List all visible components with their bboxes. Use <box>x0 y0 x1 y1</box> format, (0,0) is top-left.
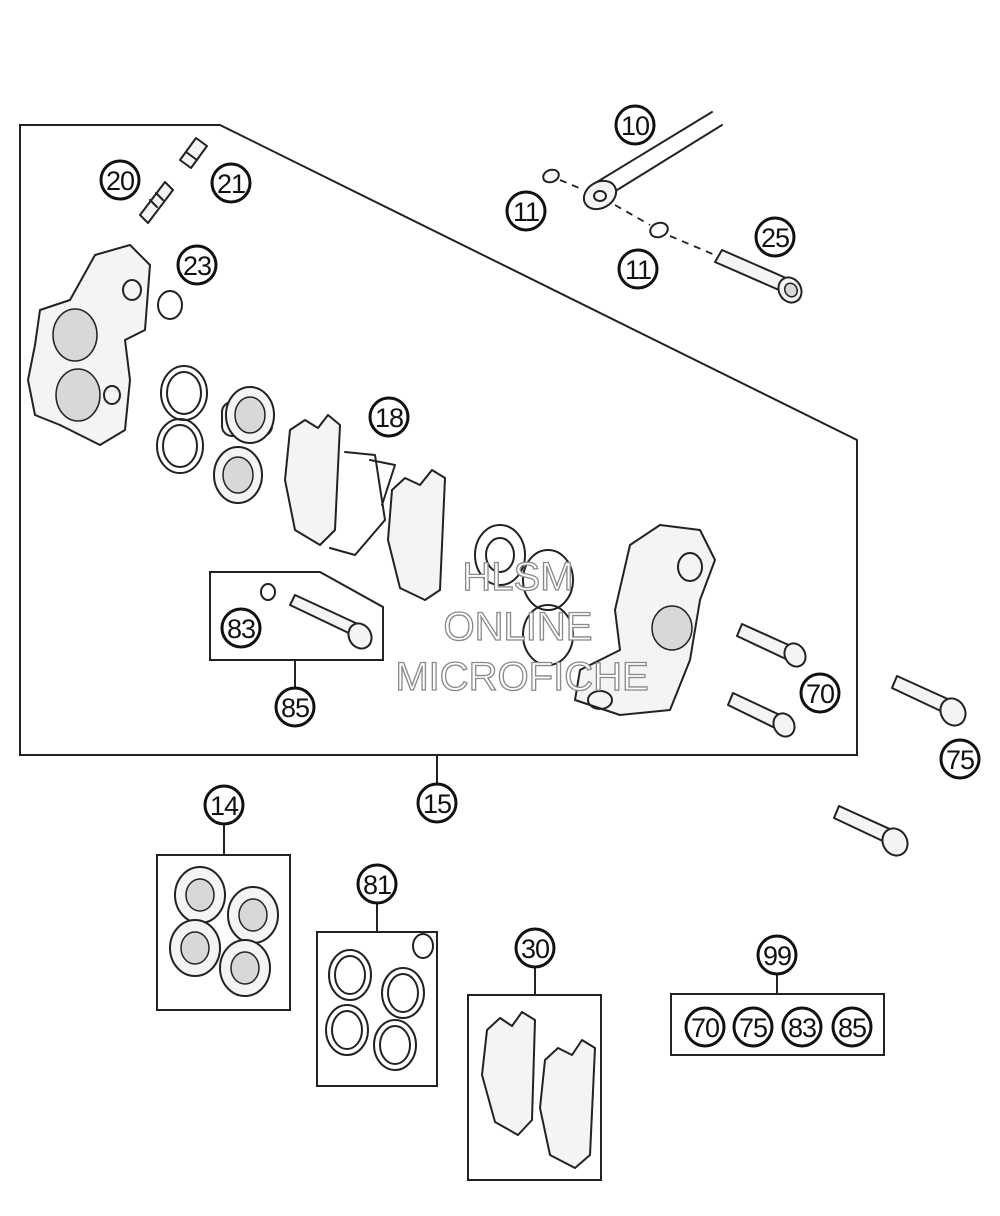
pad-spring-part <box>329 451 396 556</box>
bleeder-cap-part <box>179 137 208 169</box>
svg-text:11: 11 <box>513 197 539 227</box>
sealing-washer-lower <box>614 204 716 256</box>
callout-83: 83 <box>220 607 262 649</box>
brake-line-part <box>582 111 723 211</box>
screw-75-upper <box>891 675 967 727</box>
callout-81: 81 <box>356 863 398 905</box>
svg-text:75: 75 <box>946 745 974 775</box>
banjo-bolt-part <box>714 249 803 304</box>
sealing-washer-upper <box>542 168 585 191</box>
svg-text:81: 81 <box>363 870 391 900</box>
callout-10: 10 <box>614 104 656 146</box>
callout-11-lower: 11 <box>617 248 659 290</box>
caliper-half-left <box>27 244 151 446</box>
callout-85: 85 <box>274 686 316 728</box>
screw-75-lower <box>833 805 909 857</box>
bleeder-screw-part <box>139 181 174 224</box>
screw-70-upper <box>736 623 807 668</box>
caliper-assembly-frame <box>19 124 858 756</box>
seal-kit-contents <box>325 933 434 1071</box>
o-ring-part <box>157 290 183 320</box>
svg-text:11: 11 <box>625 255 651 285</box>
svg-text:85: 85 <box>838 1013 866 1043</box>
kit-item-70: 70 <box>684 1006 726 1048</box>
piston-seals <box>156 365 208 474</box>
callout-30: 30 <box>514 927 556 969</box>
guide-pin-kit-frame <box>209 571 384 661</box>
brake-pad-outer <box>387 469 446 601</box>
svg-text:83: 83 <box>788 1013 816 1043</box>
callout-25: 25 <box>754 216 796 258</box>
svg-text:23: 23 <box>183 251 211 281</box>
watermark: HLSM ONLINE MICROFICHE <box>395 554 650 699</box>
svg-text:75: 75 <box>739 1013 767 1043</box>
brake-pad-inner <box>284 414 341 546</box>
svg-text:HLSM: HLSM <box>462 555 573 599</box>
svg-text:18: 18 <box>375 403 403 433</box>
callout-75: 75 <box>939 738 981 780</box>
svg-text:70: 70 <box>806 679 834 709</box>
svg-text:14: 14 <box>210 791 239 821</box>
callout-18: 18 <box>368 396 410 438</box>
callout-99: 99 <box>756 934 798 976</box>
svg-text:30: 30 <box>521 934 549 964</box>
callout-11-upper: 11 <box>505 190 547 232</box>
piston-set-contents <box>169 866 279 997</box>
svg-text:10: 10 <box>621 111 649 141</box>
callout-23: 23 <box>176 244 218 286</box>
callout-21: 21 <box>210 162 252 204</box>
callout-15: 15 <box>416 782 458 824</box>
svg-text:83: 83 <box>227 614 255 644</box>
brake-pad-set-contents <box>481 1011 596 1169</box>
kit-item-75: 75 <box>732 1006 774 1048</box>
guide-pin-part <box>260 583 373 650</box>
screw-70-lower <box>727 692 796 738</box>
caliper-half-right <box>474 524 716 716</box>
callout-14: 14 <box>203 784 245 826</box>
callout-20: 20 <box>99 159 141 201</box>
svg-text:70: 70 <box>691 1013 719 1043</box>
kit-item-83: 83 <box>781 1006 823 1048</box>
svg-text:85: 85 <box>281 693 309 723</box>
svg-text:25: 25 <box>761 223 789 253</box>
pistons <box>213 386 275 504</box>
svg-text:15: 15 <box>423 789 451 819</box>
svg-text:21: 21 <box>217 169 245 199</box>
kit-item-85: 85 <box>831 1006 873 1048</box>
svg-text:99: 99 <box>763 941 791 971</box>
callout-70: 70 <box>799 672 841 714</box>
svg-text:ONLINE: ONLINE <box>444 605 593 649</box>
svg-text:20: 20 <box>106 166 134 196</box>
svg-text:MICROFICHE: MICROFICHE <box>395 655 648 699</box>
